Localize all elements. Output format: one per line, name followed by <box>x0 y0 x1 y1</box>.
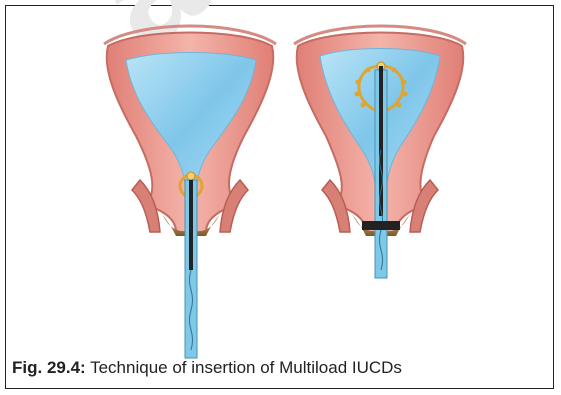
left-inserter-tube <box>185 180 197 358</box>
right-uterus-diagram <box>294 26 466 278</box>
left-uterus-diagram <box>104 26 276 358</box>
figure-caption-text: Technique of insertion of Multiload IUCD… <box>86 358 402 377</box>
figure-caption-label: Fig. 29.4: <box>12 358 86 377</box>
figure-caption: Fig. 29.4: Technique of insertion of Mul… <box>12 358 552 378</box>
right-depth-flange <box>362 221 400 230</box>
